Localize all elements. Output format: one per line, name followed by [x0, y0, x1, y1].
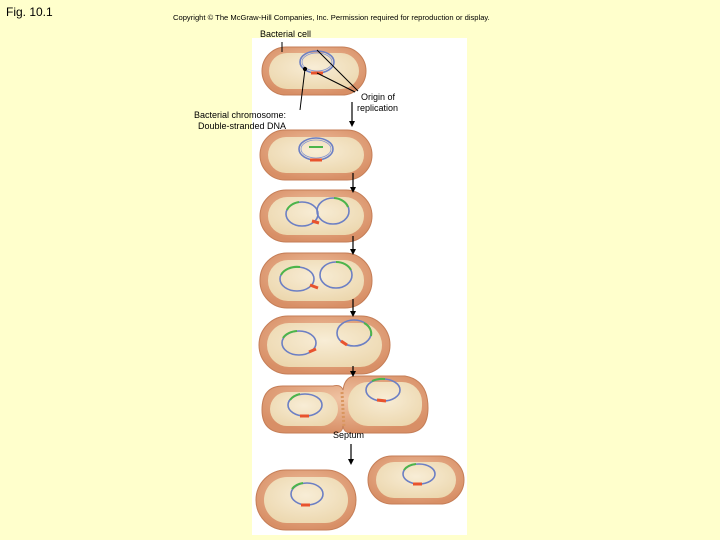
- daughter-cell-left: [255, 469, 357, 531]
- cell-stage-3: [259, 189, 373, 243]
- label-chromosome-line2: Double-stranded DNA: [198, 121, 287, 131]
- label-origin-line1: Origin of: [361, 92, 396, 102]
- label-chromosome-line1: Bacterial chromosome:: [194, 110, 287, 120]
- label-leader-lines: [281, 42, 359, 111]
- leader-chromosome: [299, 68, 306, 111]
- stage-arrows: [348, 102, 356, 465]
- leader-chromosome-dot: [302, 66, 308, 72]
- cell-stage-1: [261, 46, 367, 96]
- copyright-notice: Copyright © The McGraw-Hill Companies, I…: [173, 13, 490, 22]
- daughter-cell-right: [367, 455, 465, 505]
- figure-label: Fig. 10.1: [6, 5, 53, 19]
- cell-stage-4: [259, 252, 373, 309]
- label-bacterial-cell: Bacterial cell: [260, 29, 312, 39]
- label-origin-line2: replication: [357, 103, 399, 113]
- cell-stage-2: [259, 129, 373, 181]
- leader-origin-1: [316, 49, 359, 92]
- label-septum: Septum: [333, 430, 365, 440]
- leader-origin-2: [316, 72, 356, 93]
- cell-stage-5: [258, 315, 391, 375]
- cell-stage-6: [261, 375, 429, 434]
